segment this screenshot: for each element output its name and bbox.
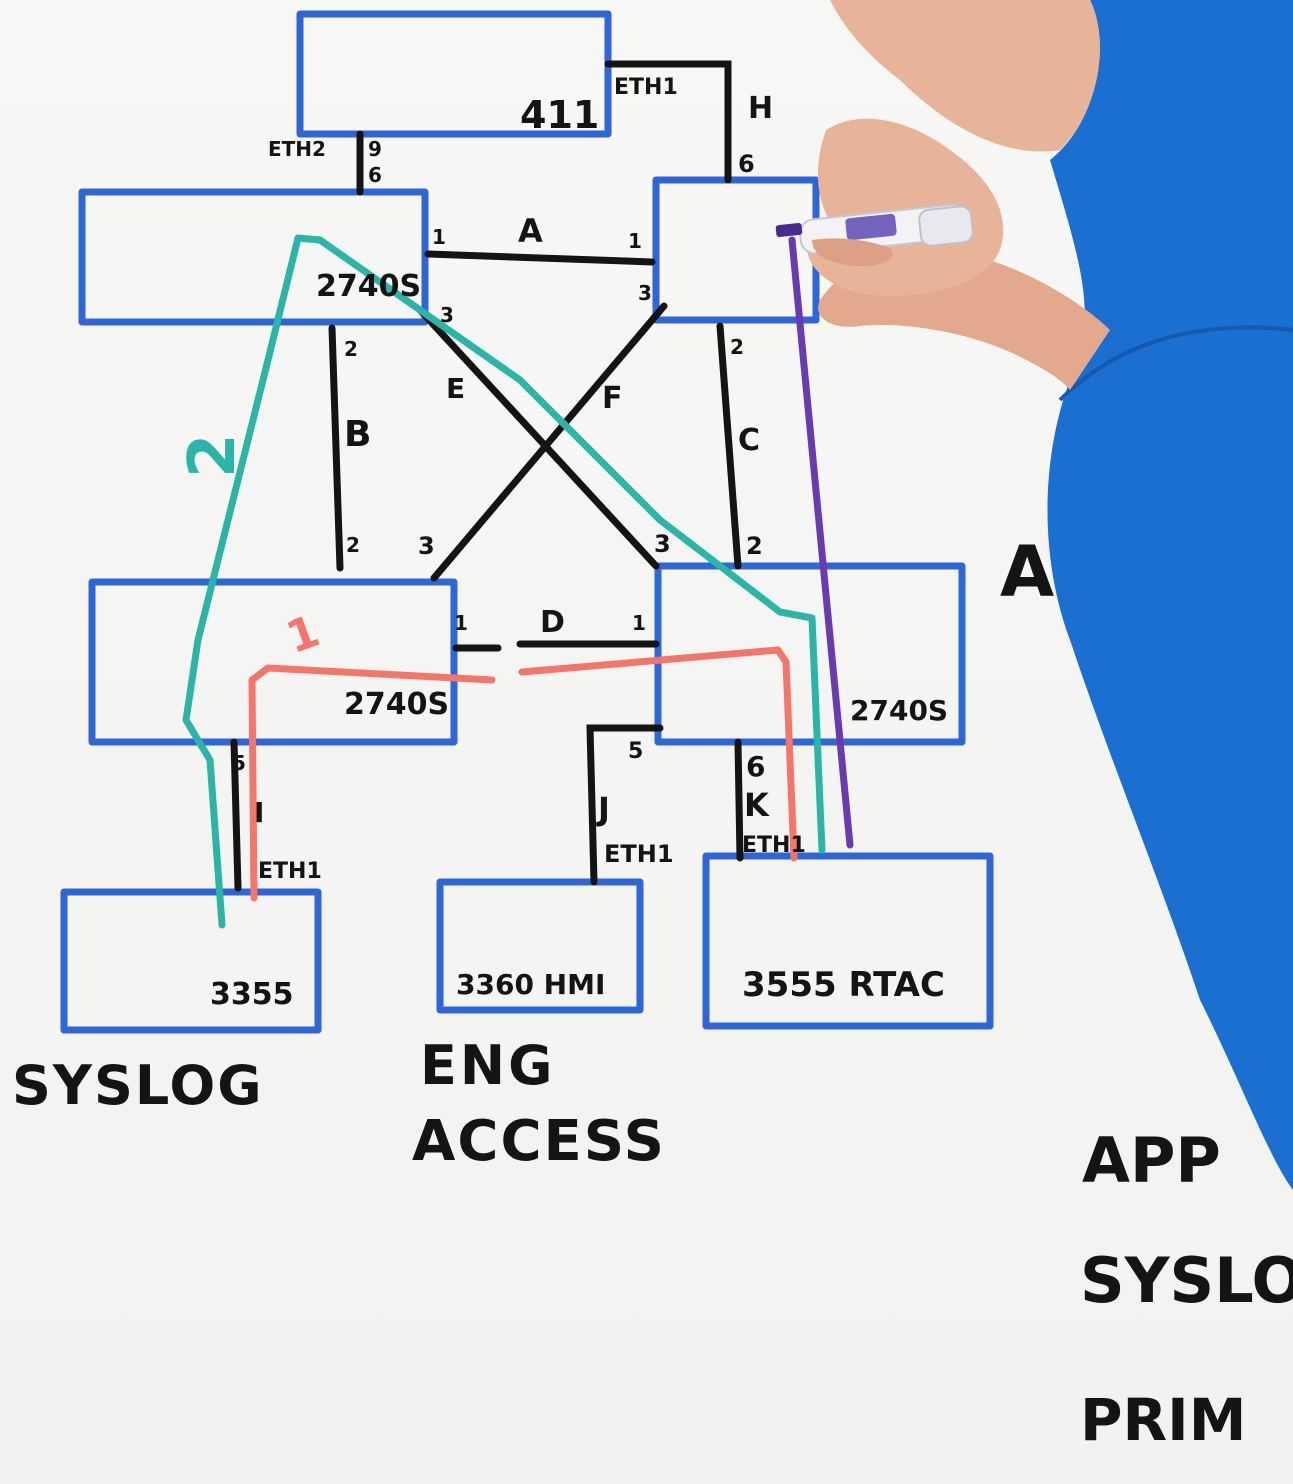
core-device-box [296, 10, 612, 138]
switch-bottom-right-port-6: 6 [746, 750, 765, 783]
link-h-label: H [748, 91, 773, 126]
path-traces [182, 234, 854, 929]
teal-path [182, 234, 826, 929]
switch-bottom-left-port-5: 5 [232, 751, 246, 775]
presenter-hand [807, 118, 1004, 296]
access-caption: ACCESS [412, 1109, 666, 1174]
link-c [716, 322, 742, 570]
device-labels: 411 ETH2 9 6 ETH1 2740S 1 2 3 1 2 3 6 27… [210, 75, 948, 1012]
end-right-port-label: ETH1 [742, 833, 806, 858]
marker-icon [775, 203, 974, 255]
side-list-item-3: PRIM [1080, 1386, 1246, 1454]
end-mid-model-label: 3360 HMI [456, 968, 605, 1001]
link-h [604, 60, 732, 184]
end-left-port-label: ETH1 [258, 859, 322, 884]
link-b-label: B [344, 414, 371, 455]
switch-top-right-port-2: 2 [730, 335, 744, 359]
network-links [230, 60, 744, 892]
presenter-shirt [1047, 0, 1293, 1190]
presenter [775, 0, 1293, 1190]
presenter-fingers [812, 238, 893, 267]
end-device-mid-box [436, 878, 644, 1014]
side-partial-letter: A [1000, 531, 1054, 613]
end-device-left-box [60, 888, 322, 1034]
core-port-eth2-label: ETH2 [268, 137, 326, 161]
link-a-label: A [518, 212, 543, 250]
link-f-label: F [602, 381, 623, 416]
switch-bottom-right-port-2: 2 [746, 532, 763, 560]
link-e [416, 306, 660, 570]
switch-top-right-port-3: 3 [638, 281, 652, 305]
link-d-label: D [540, 605, 565, 640]
end-device-right-box [702, 852, 994, 1030]
red-path [248, 646, 798, 902]
link-j-label: J [596, 790, 610, 828]
side-list-item-1: APP [1082, 1124, 1221, 1197]
side-list-item-2: SYSLO [1080, 1244, 1293, 1317]
presenter-shirt-seam [1058, 325, 1293, 402]
switch-bottom-right-box [654, 562, 966, 746]
switch-bottom-right-model-label: 2740S [850, 694, 948, 727]
core-model-label: 411 [520, 93, 599, 137]
switch-bottom-right-port-5: 5 [628, 739, 643, 764]
switch-bottom-right-port-1: 1 [632, 611, 646, 635]
link-i [230, 738, 242, 892]
core-port-eth1-label: ETH1 [614, 75, 678, 100]
switch-bottom-right-port-3: 3 [654, 530, 671, 558]
link-a [424, 250, 656, 266]
core-port-9-label: 9 [368, 137, 382, 161]
switch-top-left-box [78, 188, 429, 326]
switch-bottom-left-port-2: 2 [346, 533, 360, 557]
marker-tip [775, 222, 803, 238]
switch-top-right-port-6: 6 [738, 150, 755, 178]
end-right-model-label: 3555 RTAC [742, 965, 945, 1005]
syslog-caption: SYSLOG [12, 1054, 264, 1117]
teal-path-label: 2 [176, 433, 250, 478]
switch-top-left-port-3: 3 [440, 303, 454, 327]
link-i-label: I [254, 796, 264, 829]
core-port-6-label: 6 [368, 163, 382, 187]
eng-caption: ENG [420, 1034, 555, 1097]
switch-bottom-left-model-label: 2740S [344, 687, 449, 722]
link-b [328, 324, 344, 572]
link-k-label: K [744, 786, 770, 824]
switch-bottom-left-port-3: 3 [418, 532, 435, 560]
purple-path [788, 236, 854, 849]
link-e-label: E [446, 372, 465, 405]
switch-top-left-port-1: 1 [432, 225, 446, 249]
captions: SYSLOG ENG ACCESS A APP SYSLO PRIM [12, 531, 1293, 1454]
switch-top-left-port-2: 2 [344, 337, 358, 361]
link-letters: A B C D E F H I J K [254, 91, 773, 829]
red-path-label: 1 [280, 606, 326, 664]
presenter-head [830, 0, 1100, 152]
link-k [734, 738, 744, 862]
end-mid-port-label: ETH1 [604, 840, 674, 868]
switch-top-left-model-label: 2740S [316, 269, 421, 304]
switch-bottom-left-port-1: 1 [454, 611, 468, 635]
switch-bottom-left-box [88, 578, 458, 746]
link-c-label: C [738, 423, 760, 458]
marker-band [845, 213, 897, 241]
switch-top-right-port-1: 1 [628, 229, 642, 253]
marker-cap [918, 205, 974, 247]
link-j [586, 724, 664, 886]
link-f [430, 302, 668, 582]
end-left-model-label: 3355 [210, 977, 294, 1012]
device-boxes [60, 10, 994, 1034]
